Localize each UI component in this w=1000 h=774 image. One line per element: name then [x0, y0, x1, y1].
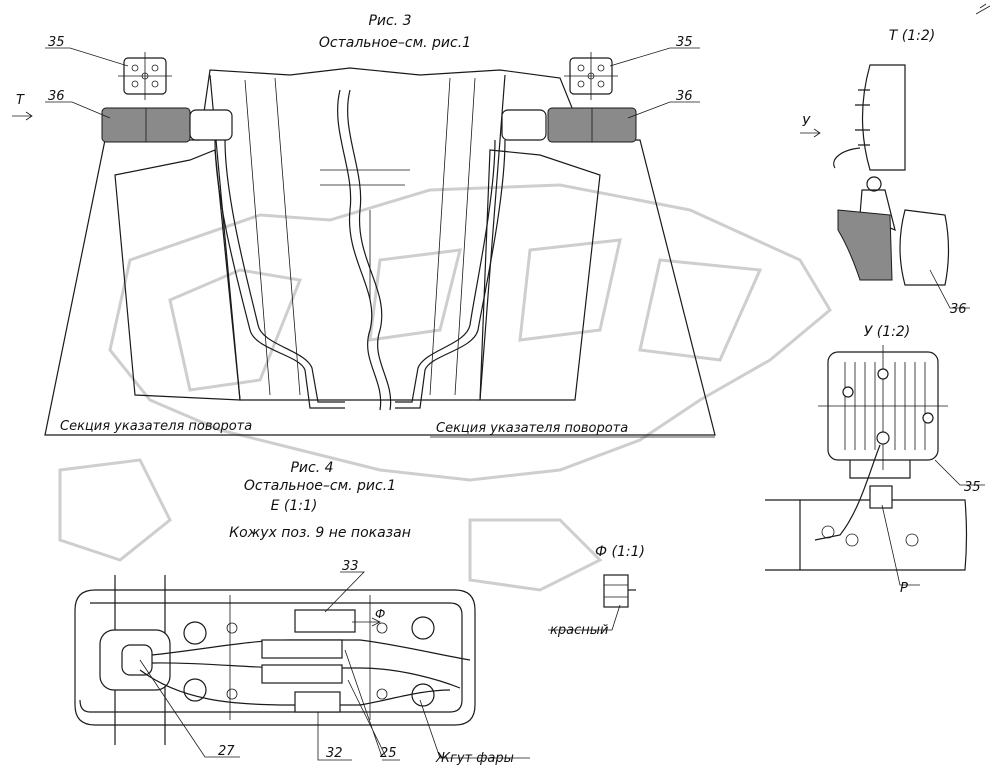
view-t-label: Т: [16, 93, 25, 108]
bracket-left: [189, 109, 233, 141]
detail-t-title: Т (1:2): [889, 28, 935, 44]
view-y-label: У: [802, 115, 811, 130]
lamp-36-t: [899, 209, 950, 286]
callout-36-t: 36: [950, 302, 967, 317]
detail-y-title: У (1:2): [864, 324, 910, 340]
callout-35-left: 35: [48, 35, 65, 50]
connector-33: [294, 609, 356, 633]
callout-harness: Жгут фары: [435, 751, 514, 766]
terminal-f: [603, 574, 629, 608]
fig4-subtitle: Остальное–см. рис.1: [244, 478, 396, 494]
callout-33: 33: [342, 559, 359, 574]
center-wire: [337, 89, 382, 411]
callout-27: 27: [218, 744, 235, 759]
bracket-right: [501, 109, 547, 141]
corner-stamp: [975, 3, 991, 15]
color-label: красный: [550, 623, 608, 638]
mount-t: [837, 209, 893, 281]
detail-t: Т (1:2) У 36: [800, 28, 970, 317]
fig4-title: Рис. 4: [290, 460, 333, 476]
figure-4: Рис. 4 Остальное–см. рис.1 Е (1:1) Кожух…: [74, 460, 530, 766]
center-body: [209, 74, 506, 401]
view-f-label: Ф: [375, 607, 385, 621]
figure-3: Рис. 3 Остальное–см. рис.1 Т: [12, 13, 716, 438]
section-label-right: Секция указателя поворота: [436, 421, 628, 436]
pivot-t: [866, 176, 882, 192]
callout-35-y: 35: [964, 480, 981, 495]
detail-f-title: Ф (1:1): [595, 544, 645, 560]
detail-e-title: Е (1:1): [271, 498, 318, 514]
callout-36-left: 36: [48, 89, 65, 104]
fig3-title: Рис. 3: [368, 13, 411, 29]
left-panel: [114, 149, 241, 401]
watermark-logo: [58, 183, 832, 592]
connector-housing: [74, 589, 476, 726]
detail-f: Ф (1:1) красный: [548, 544, 645, 638]
connector-32: [294, 691, 341, 713]
callout-25: 25: [380, 746, 397, 761]
lamp-body-t: [861, 64, 906, 171]
callout-36-right: 36: [676, 89, 693, 104]
mount-plate-y: [765, 499, 968, 571]
section-label-left: Секция указателя поворота: [60, 419, 252, 434]
detail-y: У (1:2) Р 35: [765, 324, 985, 596]
wire-right: [395, 139, 506, 409]
fig3-subtitle: Остальное–см. рис.1: [319, 35, 471, 51]
callout-32: 32: [326, 746, 343, 761]
callout-35-right: 35: [676, 35, 693, 50]
callout-p: Р: [900, 581, 908, 596]
fig4-note: Кожух поз. 9 не показан: [229, 525, 411, 541]
wire-left: [214, 139, 345, 409]
view-t-arrow: [12, 111, 33, 121]
right-panel: [479, 149, 601, 401]
